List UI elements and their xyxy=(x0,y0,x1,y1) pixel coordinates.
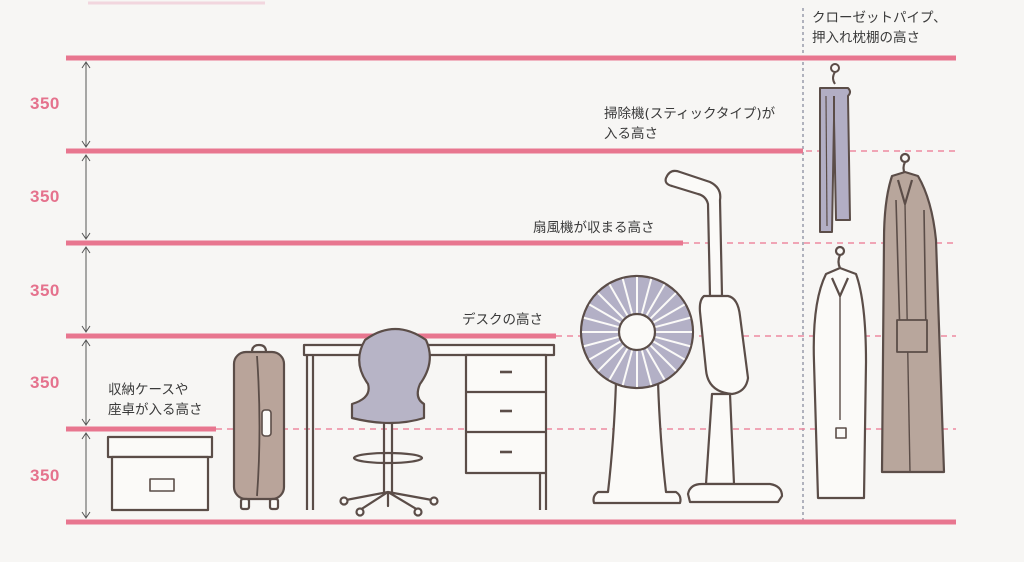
hanging-coat-icon xyxy=(882,154,944,472)
dimension-arrows xyxy=(82,62,90,518)
desk-icon xyxy=(304,345,554,510)
hanging-trousers-icon xyxy=(820,64,850,232)
hanging-shirt-icon xyxy=(814,247,866,498)
dimension-arrow-1 xyxy=(82,62,90,147)
storage-caption: 収納ケースや 座卓が入る高さ xyxy=(108,380,203,420)
vacuum-caption-line-1: 掃除機(スティックタイプ)が xyxy=(604,104,775,124)
closet-pipe-caption-line-1: クローゼットパイプ、 xyxy=(812,8,947,28)
dimension-label-5: 350 xyxy=(30,466,82,486)
dimension-arrow-2 xyxy=(82,155,90,239)
chair-icon xyxy=(341,329,438,516)
dimension-label-3: 350 xyxy=(30,281,82,301)
dimension-arrow-3 xyxy=(82,247,90,332)
desk-caption: デスクの高さ xyxy=(462,310,543,330)
dimension-label-1: 350 xyxy=(30,94,82,114)
suitcase-icon xyxy=(234,345,284,509)
storage-caption-line-2: 座卓が入る高さ xyxy=(108,400,203,420)
dimension-arrow-5 xyxy=(82,433,90,518)
storage-box-icon xyxy=(108,437,212,510)
dimension-label-2: 350 xyxy=(30,187,82,207)
storage-caption-line-1: 収納ケースや xyxy=(108,380,203,400)
dimension-label-4: 350 xyxy=(30,373,82,393)
dimension-arrow-4 xyxy=(82,340,90,425)
closet-pipe-caption-line-2: 押入れ枕棚の高さ xyxy=(812,28,947,48)
fan-caption: 扇風機が収まる高さ xyxy=(533,218,655,238)
closet-pipe-caption: クローゼットパイプ、 押入れ枕棚の高さ xyxy=(812,8,947,48)
vacuum-caption: 掃除機(スティックタイプ)が 入る高さ xyxy=(604,104,775,144)
electric-fan-icon xyxy=(581,276,693,503)
vacuum-caption-line-2: 入る高さ xyxy=(604,124,775,144)
